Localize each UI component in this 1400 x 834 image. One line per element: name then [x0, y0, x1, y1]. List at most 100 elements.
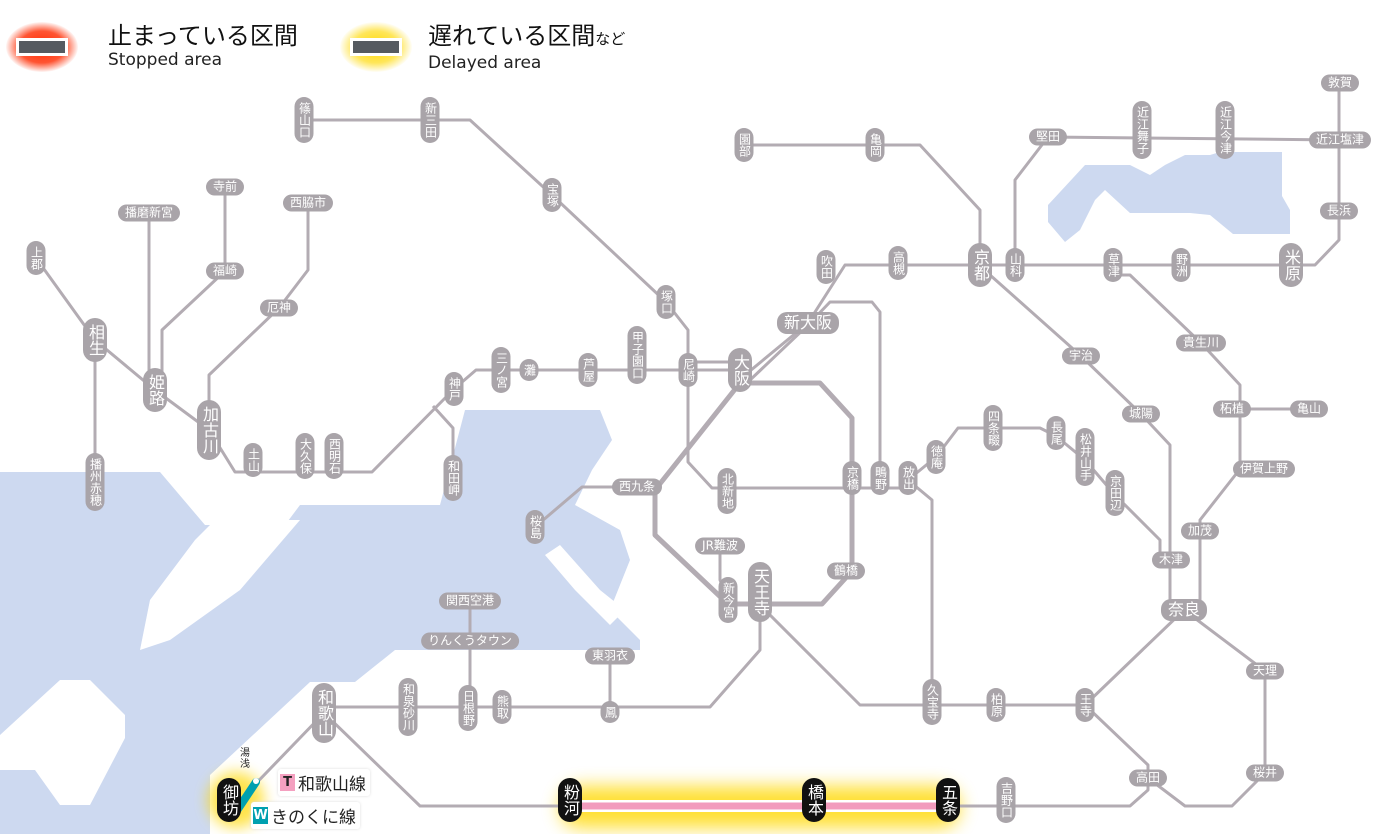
- legend-delayed-suffix: など: [595, 30, 626, 48]
- station-koshienguchi[interactable]: 甲子園口: [627, 326, 647, 384]
- station-omishiotsu[interactable]: 近江塩津: [1308, 131, 1372, 149]
- island: [140, 520, 300, 650]
- station-kyoto[interactable]: 京都: [968, 243, 992, 287]
- station-teramae[interactable]: 寺前: [205, 178, 245, 196]
- line-tag-wakayama[interactable]: T 和歌山線: [278, 769, 370, 796]
- station-tokuan[interactable]: 徳庵: [926, 440, 946, 474]
- station-yakujin[interactable]: 厄神: [259, 299, 299, 317]
- water-area: [0, 410, 640, 834]
- station-higashihagoromo[interactable]: 東羽衣: [584, 647, 636, 665]
- station-nagao[interactable]: 長尾: [1046, 416, 1066, 450]
- osaka-loop-line: [652, 380, 855, 607]
- station-hashimoto[interactable]: 橋本: [802, 778, 826, 822]
- station-gojo[interactable]: 五条: [936, 778, 960, 822]
- station-ashiya[interactable]: 芦屋: [578, 353, 598, 387]
- station-kyuhoji[interactable]: 久宝寺: [922, 679, 942, 725]
- line-tag-kinokuni[interactable]: W きのくに線: [251, 802, 360, 829]
- station-banshuako[interactable]: 播州赤穂: [85, 453, 105, 511]
- station-nishiwakishi[interactable]: 西脇市: [282, 194, 334, 212]
- track-line: [160, 187, 227, 390]
- station-nishikujo[interactable]: 西九条: [611, 478, 663, 496]
- station-kokawa[interactable]: 粉河: [558, 778, 582, 822]
- station-shinsanda[interactable]: 新三田: [420, 97, 440, 143]
- station-nishiakashi[interactable]: 西明石: [324, 433, 344, 479]
- station-kyobashi[interactable]: 京橋: [842, 461, 862, 495]
- station-osaka[interactable]: 大阪: [728, 348, 752, 392]
- station-suita[interactable]: 吹田: [816, 250, 836, 284]
- station-kyotanabe[interactable]: 京田辺: [1105, 470, 1125, 516]
- station-shinosaka[interactable]: 新大阪: [776, 312, 840, 334]
- station-hineno[interactable]: 日根野: [458, 685, 478, 731]
- station-kashiwara[interactable]: 柏原: [986, 688, 1006, 722]
- station-sannomiya[interactable]: 三ノ宮: [491, 347, 511, 393]
- station-tenri[interactable]: 天理: [1245, 662, 1285, 680]
- station-tsukaguchi[interactable]: 塚口: [656, 285, 676, 319]
- station-takatsuki[interactable]: 高槻: [888, 246, 908, 280]
- station-igaueno[interactable]: 伊賀上野: [1232, 460, 1296, 478]
- station-wadamisaki[interactable]: 和田岬: [443, 455, 463, 501]
- station-shigino[interactable]: 鴫野: [870, 461, 890, 495]
- station-matsuiyamate[interactable]: 松井山手: [1075, 428, 1095, 486]
- station-kizu[interactable]: 木津: [1151, 551, 1191, 569]
- station-uji[interactable]: 宇治: [1061, 347, 1101, 365]
- station-katata[interactable]: 堅田: [1028, 128, 1068, 146]
- station-kitashinchi[interactable]: 北新地: [717, 468, 737, 514]
- station-shinimamiya[interactable]: 新今宮: [718, 577, 738, 623]
- station-sakurai[interactable]: 桜井: [1245, 764, 1285, 782]
- station-oji[interactable]: 王寺: [1075, 688, 1095, 722]
- station-kameoka[interactable]: 亀岡: [865, 128, 885, 162]
- station-tsuge[interactable]: 柘植: [1212, 400, 1252, 418]
- station-nara[interactable]: 奈良: [1160, 599, 1208, 621]
- station-rinku[interactable]: りんくうタウン: [421, 632, 519, 650]
- station-hanaten[interactable]: 放出: [898, 461, 918, 495]
- line-name-kinokuni: きのくに線: [271, 808, 356, 828]
- station-joyo[interactable]: 城陽: [1121, 405, 1161, 423]
- station-takarazuka[interactable]: 宝塚: [542, 178, 562, 212]
- station-nada[interactable]: 灘: [519, 359, 539, 381]
- station-fukusaki[interactable]: 福崎: [205, 262, 245, 280]
- station-sonobe[interactable]: 園部: [734, 128, 754, 162]
- legend-delayed: 遅れている区間など Delayed area: [340, 22, 625, 73]
- station-kakogawa[interactable]: 加古川: [197, 400, 221, 460]
- station-yasu[interactable]: 野洲: [1171, 248, 1191, 282]
- station-takada[interactable]: 高田: [1128, 769, 1168, 787]
- station-kamo[interactable]: 加茂: [1180, 522, 1220, 540]
- station-harimashingu[interactable]: 播磨新宮: [117, 204, 181, 222]
- station-jrnamba[interactable]: JR難波: [695, 537, 745, 555]
- station-tsuchiyama[interactable]: 土山: [243, 443, 263, 477]
- station-sasayamaguchi[interactable]: 篠山口: [294, 97, 314, 143]
- station-shijonawate[interactable]: 四条畷: [983, 405, 1003, 451]
- station-izumisunagawa[interactable]: 和泉砂川: [398, 678, 418, 736]
- station-amagasaki[interactable]: 尼崎: [678, 353, 698, 387]
- delayed-swatch: [340, 22, 412, 72]
- station-kobe[interactable]: 神戸: [444, 372, 464, 406]
- station-label-yuasa: 湯浅: [240, 748, 250, 770]
- station-kusatsu[interactable]: 草津: [1103, 248, 1123, 282]
- station-himeji[interactable]: 姫路: [143, 368, 167, 412]
- station-kansaikuko[interactable]: 関西空港: [438, 592, 502, 610]
- water-areas: [0, 152, 1290, 834]
- station-omimaiko[interactable]: 近江舞子: [1132, 101, 1152, 159]
- station-kameyama[interactable]: 亀山: [1289, 400, 1329, 418]
- station-gobo[interactable]: 御坊: [217, 778, 241, 822]
- station-tsuruhashi[interactable]: 鶴橋: [826, 562, 866, 580]
- line-end-marker: [253, 778, 259, 784]
- station-yoshinoguchi[interactable]: 吉野口: [996, 777, 1016, 823]
- station-otori[interactable]: 鳳: [600, 701, 620, 723]
- station-tennoji[interactable]: 天王寺: [748, 562, 772, 622]
- station-aioi[interactable]: 相生: [83, 318, 107, 362]
- station-wakayama[interactable]: 和歌山: [312, 683, 336, 743]
- station-kamigori[interactable]: 上郡: [26, 241, 46, 275]
- station-sakurajima[interactable]: 桜島: [525, 510, 545, 544]
- station-yamashina[interactable]: 山科: [1005, 248, 1025, 282]
- station-kibukawa[interactable]: 貴生川: [1175, 334, 1227, 352]
- station-okubo[interactable]: 大久保: [295, 433, 315, 479]
- station-maibara[interactable]: 米原: [1279, 243, 1303, 287]
- station-kumatori[interactable]: 熊取: [492, 690, 512, 724]
- station-nagahama[interactable]: 長浜: [1319, 202, 1359, 220]
- track-line: [758, 603, 1186, 707]
- water-area: [1048, 152, 1290, 242]
- legend-stopped: 止まっている区間 Stopped area: [6, 22, 298, 72]
- station-omiimazu[interactable]: 近江今津: [1215, 101, 1235, 159]
- station-tsuruga[interactable]: 敦賀: [1320, 74, 1360, 92]
